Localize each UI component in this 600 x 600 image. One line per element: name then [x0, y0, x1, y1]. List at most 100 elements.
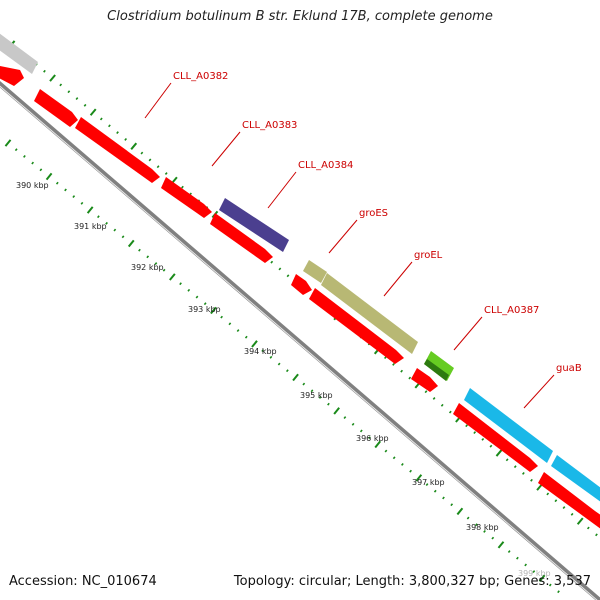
minor-tick: [138, 248, 141, 252]
minor-tick: [75, 97, 79, 100]
minor-tick: [489, 444, 493, 448]
minor-tick: [270, 260, 274, 264]
minor-tick: [343, 416, 347, 420]
minor-tick: [278, 267, 282, 271]
minor-tick: [302, 382, 306, 386]
gene-label: CLL_A0387: [484, 305, 539, 316]
minor-tick: [586, 526, 590, 530]
cds-arrow: [538, 472, 600, 529]
inner-tick-ring: [4, 139, 560, 594]
gene-label: groES: [359, 208, 388, 219]
minor-tick: [513, 465, 517, 469]
major-tick: [495, 449, 503, 457]
olive-gene-large: [321, 273, 418, 354]
cds-arrow: [309, 288, 404, 364]
green-gene-dark: [424, 359, 449, 381]
minor-tick: [507, 550, 511, 553]
cyan-gene: [551, 455, 600, 502]
gene-labels: CLL_A0382CLL_A0383CLL_A0384groESgroELCLL…: [144, 71, 582, 409]
minor-tick: [105, 221, 108, 225]
minor-tick: [554, 499, 558, 503]
kbp-label: 395 kbp: [300, 391, 333, 400]
major-tick: [497, 541, 505, 549]
minor-tick: [505, 458, 509, 462]
olive-gene-small: [303, 260, 327, 283]
minor-tick: [140, 151, 144, 155]
cds-arrow: [411, 368, 438, 392]
major-tick: [169, 273, 176, 281]
kbp-label: 397 kbp: [412, 478, 445, 487]
cds-arrow: [210, 213, 273, 263]
minor-tick: [424, 390, 428, 394]
minor-tick: [162, 268, 166, 272]
minor-tick: [392, 362, 395, 366]
minor-tick: [450, 503, 454, 507]
minor-tick: [286, 274, 290, 278]
minor-tick: [113, 228, 117, 232]
minor-tick: [595, 533, 598, 537]
minor-tick: [401, 463, 404, 466]
major-tick: [4, 139, 12, 147]
minor-tick: [425, 483, 429, 486]
minor-tick: [432, 397, 436, 400]
genome-backbone: [0, 81, 600, 600]
major-tick: [415, 474, 423, 482]
minor-tick: [43, 69, 46, 73]
minor-tick: [466, 516, 470, 520]
minor-tick: [384, 449, 388, 453]
minor-tick: [203, 302, 207, 306]
major-tick: [333, 407, 340, 415]
minor-tick: [548, 583, 552, 587]
kbp-label: 393 kbp: [188, 305, 221, 314]
minor-tick: [570, 512, 574, 516]
minor-tick: [124, 138, 128, 141]
minor-tick: [187, 288, 191, 292]
minor-tick: [530, 478, 533, 482]
minor-tick: [368, 436, 371, 440]
cds-arrow: [291, 274, 312, 295]
minor-tick: [116, 131, 119, 135]
gene-leader-line: [267, 171, 297, 209]
minor-tick: [481, 437, 485, 441]
cyan-gene: [464, 388, 553, 463]
minor-tick: [277, 362, 281, 366]
minor-tick: [97, 215, 100, 219]
major-tick: [251, 340, 258, 348]
minor-tick: [179, 282, 182, 286]
map-title: Clostridium botulinum B str. Eklund 17B,…: [107, 9, 493, 24]
gene-label: CLL_A0384: [298, 160, 353, 171]
minor-tick: [72, 195, 76, 199]
minor-tick: [351, 422, 355, 426]
minor-tick: [310, 389, 314, 393]
kbp-label: 390 kbp: [16, 181, 49, 190]
minor-tick: [108, 124, 111, 128]
minor-tick: [181, 185, 184, 189]
gene-label: CLL_A0382: [173, 71, 228, 82]
minor-tick: [83, 103, 87, 107]
major-tick: [374, 440, 382, 449]
minor-tick: [327, 402, 330, 406]
minor-tick: [465, 424, 468, 428]
major-tick: [538, 574, 546, 583]
grey-gene: [0, 33, 38, 74]
minor-tick: [448, 410, 452, 414]
cds-arrow: [0, 66, 24, 86]
minor-tick: [121, 235, 125, 239]
minor-tick: [228, 322, 232, 326]
minor-tick: [31, 161, 35, 165]
minor-tick: [39, 168, 43, 172]
major-tick: [127, 239, 135, 248]
major-tick: [576, 517, 584, 525]
cds-arrow: [75, 117, 160, 183]
minor-tick: [557, 590, 560, 594]
minor-tick: [473, 431, 477, 434]
minor-tick: [546, 492, 550, 496]
minor-tick: [562, 506, 566, 509]
minor-tick: [409, 469, 412, 473]
minor-tick: [524, 563, 528, 567]
minor-tick: [532, 570, 536, 574]
major-tick: [130, 142, 138, 150]
gene-leader-line: [211, 131, 241, 167]
